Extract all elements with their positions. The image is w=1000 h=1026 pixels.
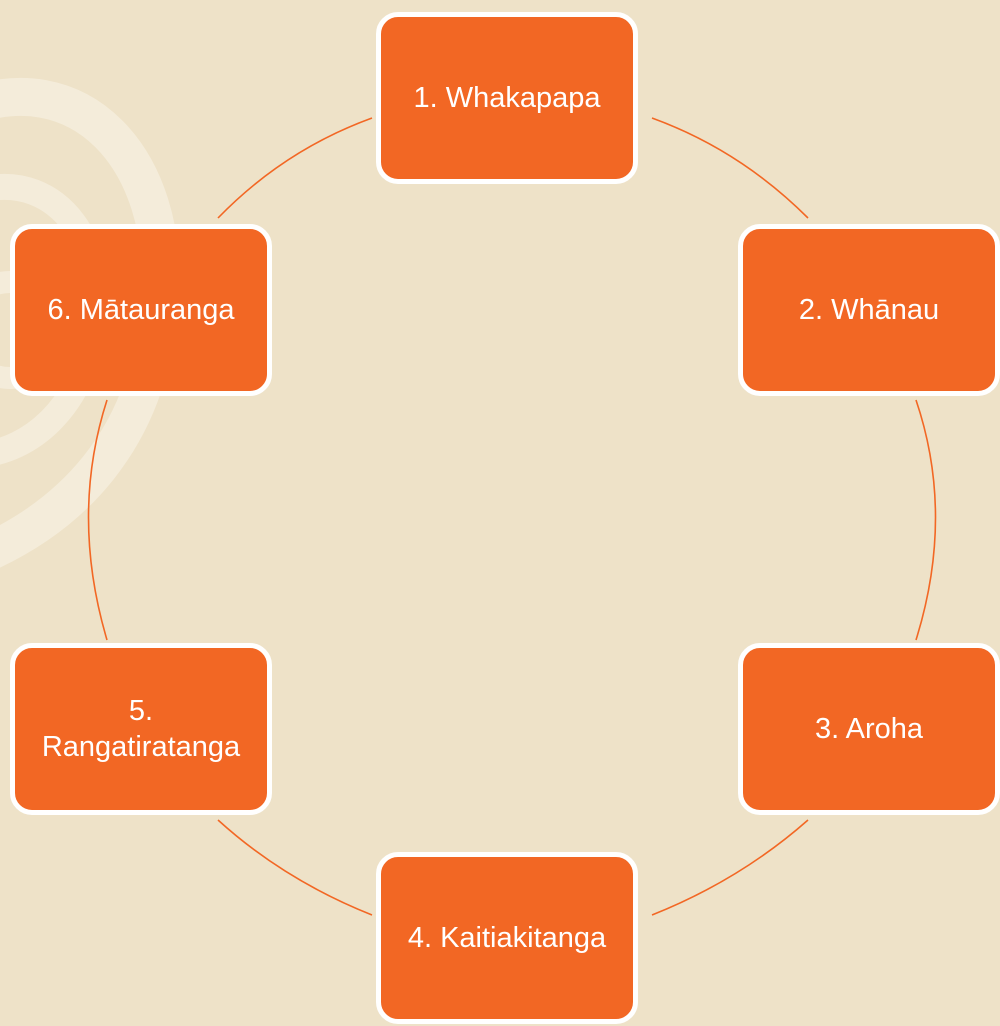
node-label: 1. Whakapapa <box>413 81 601 114</box>
connector-2-3 <box>915 399 937 641</box>
connector-4-5 <box>217 819 373 916</box>
node-label: 6. Mātauranga <box>47 293 235 326</box>
cycle-node-kaitiakitanga[interactable]: 4. Kaitiakitanga <box>376 852 638 1024</box>
node-label: 3. Aroha <box>814 712 924 745</box>
cycle-node-matauranga[interactable]: 6. Mātauranga <box>10 224 272 396</box>
connector-1-2 <box>651 117 809 219</box>
cycle-node-whanau[interactable]: 2. Whānau <box>738 224 1000 396</box>
node-label: 4. Kaitiakitanga <box>407 921 607 954</box>
connector-5-6 <box>87 399 108 641</box>
cycle-node-aroha[interactable]: 3. Aroha <box>738 643 1000 815</box>
connector-6-1 <box>217 117 373 219</box>
cycle-node-rangatiratanga[interactable]: 5. Rangatiratanga <box>10 643 272 815</box>
connector-3-4 <box>651 819 809 916</box>
node-label: 5. Rangatiratanga <box>41 694 241 763</box>
node-label: 2. Whānau <box>798 293 940 326</box>
cycle-node-whakapapa[interactable]: 1. Whakapapa <box>376 12 638 184</box>
